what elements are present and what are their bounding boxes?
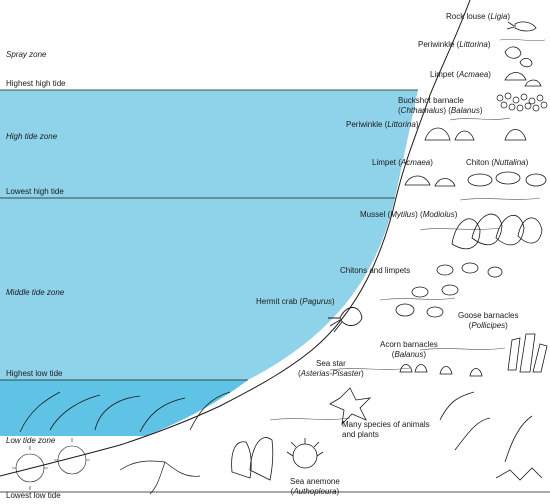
periwinkle-spray-label: Periwinkle (Littorina) <box>418 40 491 49</box>
middle-tide-water <box>0 198 395 380</box>
chitons-limpets-icon <box>395 262 503 318</box>
many-species-seaweed-icon <box>439 391 543 481</box>
lowest-low-tide-label: Lowest low tide <box>6 491 61 500</box>
high-tide-zone-label: High tide zone <box>6 132 58 141</box>
limpet-spray-label: Limpet (Acmaea) <box>430 70 491 79</box>
hermit-crab-label: Hermit crab (Pagurus) <box>256 297 335 306</box>
sea-anemone-icon <box>231 437 324 481</box>
kelp-seaweed-icon <box>19 391 231 433</box>
spray-zone-label: Spray zone <box>6 50 47 59</box>
lowest-high-tide-label: Lowest high tide <box>6 187 64 196</box>
sea-star-icon <box>329 387 372 426</box>
sea-star-label: Sea star (Asterias-Pisaster) <box>298 359 364 378</box>
chitons-limpets-label: Chitons and limpets <box>340 266 411 275</box>
goose-barnacles-icon <box>507 333 548 373</box>
mussel-label: Mussel (Mytilus) (Modiolus) <box>360 210 458 219</box>
highest-low-tide-label: Highest low tide <box>6 369 63 378</box>
acorn-barnacles-icon <box>399 364 483 377</box>
low-tide-zone-label: Low tide zone <box>6 436 56 445</box>
middle-tide-zone-label: Middle tide zone <box>6 288 65 297</box>
limpet-high-label: Limpet (Acmaea) <box>372 158 433 167</box>
limpet-spray-icon <box>504 72 542 87</box>
chiton-label: Chiton (Nuttalina) <box>466 158 529 167</box>
periwinkle-spray-icon <box>504 46 533 68</box>
many-species-label: Many species of animals and plants <box>342 420 430 439</box>
low-tide-water <box>0 380 248 436</box>
shore-profile <box>0 0 471 477</box>
mussel-bed-icon <box>451 213 543 250</box>
periwinkle-high-icon <box>424 127 527 141</box>
chiton-icon <box>467 171 547 187</box>
sea-anemone-label: Sea anemone (Authopleura) <box>290 477 340 496</box>
limpet-high-icon <box>404 175 456 187</box>
high-tide-water <box>0 90 418 198</box>
rock-louse-label: Rock louse (Ligia) <box>446 12 511 21</box>
periwinkle-high-label: Periwinkle (Littorina) <box>346 120 419 129</box>
buckshot-barnacle-cluster-icon <box>496 92 548 112</box>
goose-barnacles-label: Goose barnacles (Pollicipes) <box>458 311 519 330</box>
buckshot-barnacle-label: Buckshot barnacle (Chthamalus) (Balanus) <box>398 96 483 115</box>
brittle-star-icon <box>119 460 201 495</box>
acorn-barnacles-label: Acorn barnacles (Balanus) <box>380 340 438 359</box>
hermit-crab-icon <box>328 307 363 333</box>
highest-high-tide-label: Highest high tide <box>6 79 66 88</box>
sea-urchin-icon <box>12 438 90 490</box>
rock-louse-icon <box>506 21 537 32</box>
